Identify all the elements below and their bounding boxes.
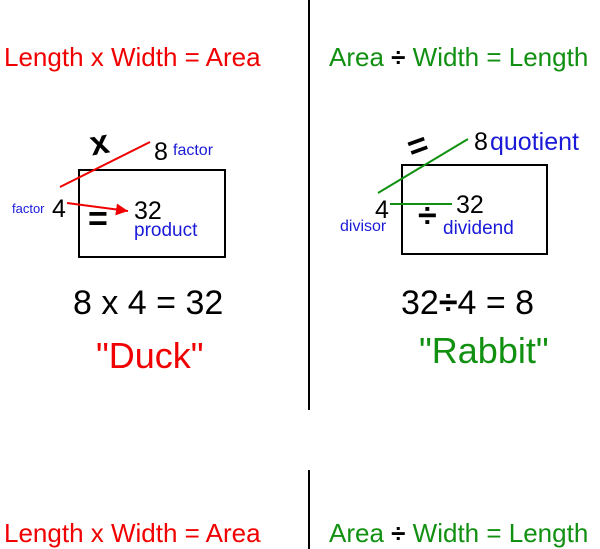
- right-quotient-label: quotient: [490, 128, 579, 156]
- left-product-label: product: [134, 220, 198, 241]
- left-product: 32: [134, 197, 162, 225]
- left-arrow-top: [59, 141, 151, 188]
- left-area-box: [78, 169, 226, 258]
- top-divider: [308, 0, 310, 410]
- right-divide-icon: ÷: [418, 197, 437, 235]
- right-formula-area: Area: [329, 42, 384, 72]
- right-dividend-label: dividend: [443, 218, 514, 239]
- left-equation: 8 x 4 = 32: [73, 284, 224, 322]
- left-equals-sign: =: [88, 200, 108, 238]
- left-top-factor-label: factor: [173, 142, 214, 159]
- right-divisor-label: divisor: [340, 218, 387, 235]
- right-equation: 32÷4 = 8: [401, 284, 534, 323]
- right-formula: Area ÷ Width = Length: [329, 42, 588, 73]
- bottom-right-formula-divide-icon: ÷: [391, 518, 406, 548]
- bottom-right-formula: Area ÷ Width = Length: [329, 518, 588, 549]
- bottom-left-formula: Length x Width = Area: [4, 518, 261, 548]
- right-line-quotient: [377, 138, 469, 194]
- bottom-right-formula-rest: Width = Length: [412, 518, 589, 548]
- right-area-box: [401, 164, 548, 255]
- right-nickname: "Rabbit": [419, 330, 549, 371]
- right-dividend: 32: [456, 191, 484, 219]
- left-top-factor: 8: [154, 138, 168, 166]
- left-side-factor-label: factor: [12, 201, 45, 216]
- bottom-right-formula-area: Area: [329, 518, 384, 548]
- right-quotient: 8: [474, 128, 488, 156]
- right-equation-left: 32: [401, 284, 439, 322]
- bottom-divider: [308, 470, 310, 549]
- right-formula-divide-icon: ÷: [391, 42, 406, 72]
- left-formula: Length x Width = Area: [4, 42, 261, 72]
- right-equation-right: 4 = 8: [457, 284, 535, 322]
- right-divisor: 4: [375, 196, 389, 224]
- right-formula-rest: Width = Length: [412, 42, 589, 72]
- left-arrow-to-product: [66, 202, 129, 216]
- right-equation-divide-icon: ÷: [438, 284, 458, 322]
- left-side-factor: 4: [52, 195, 66, 223]
- left-nickname: "Duck": [96, 335, 204, 376]
